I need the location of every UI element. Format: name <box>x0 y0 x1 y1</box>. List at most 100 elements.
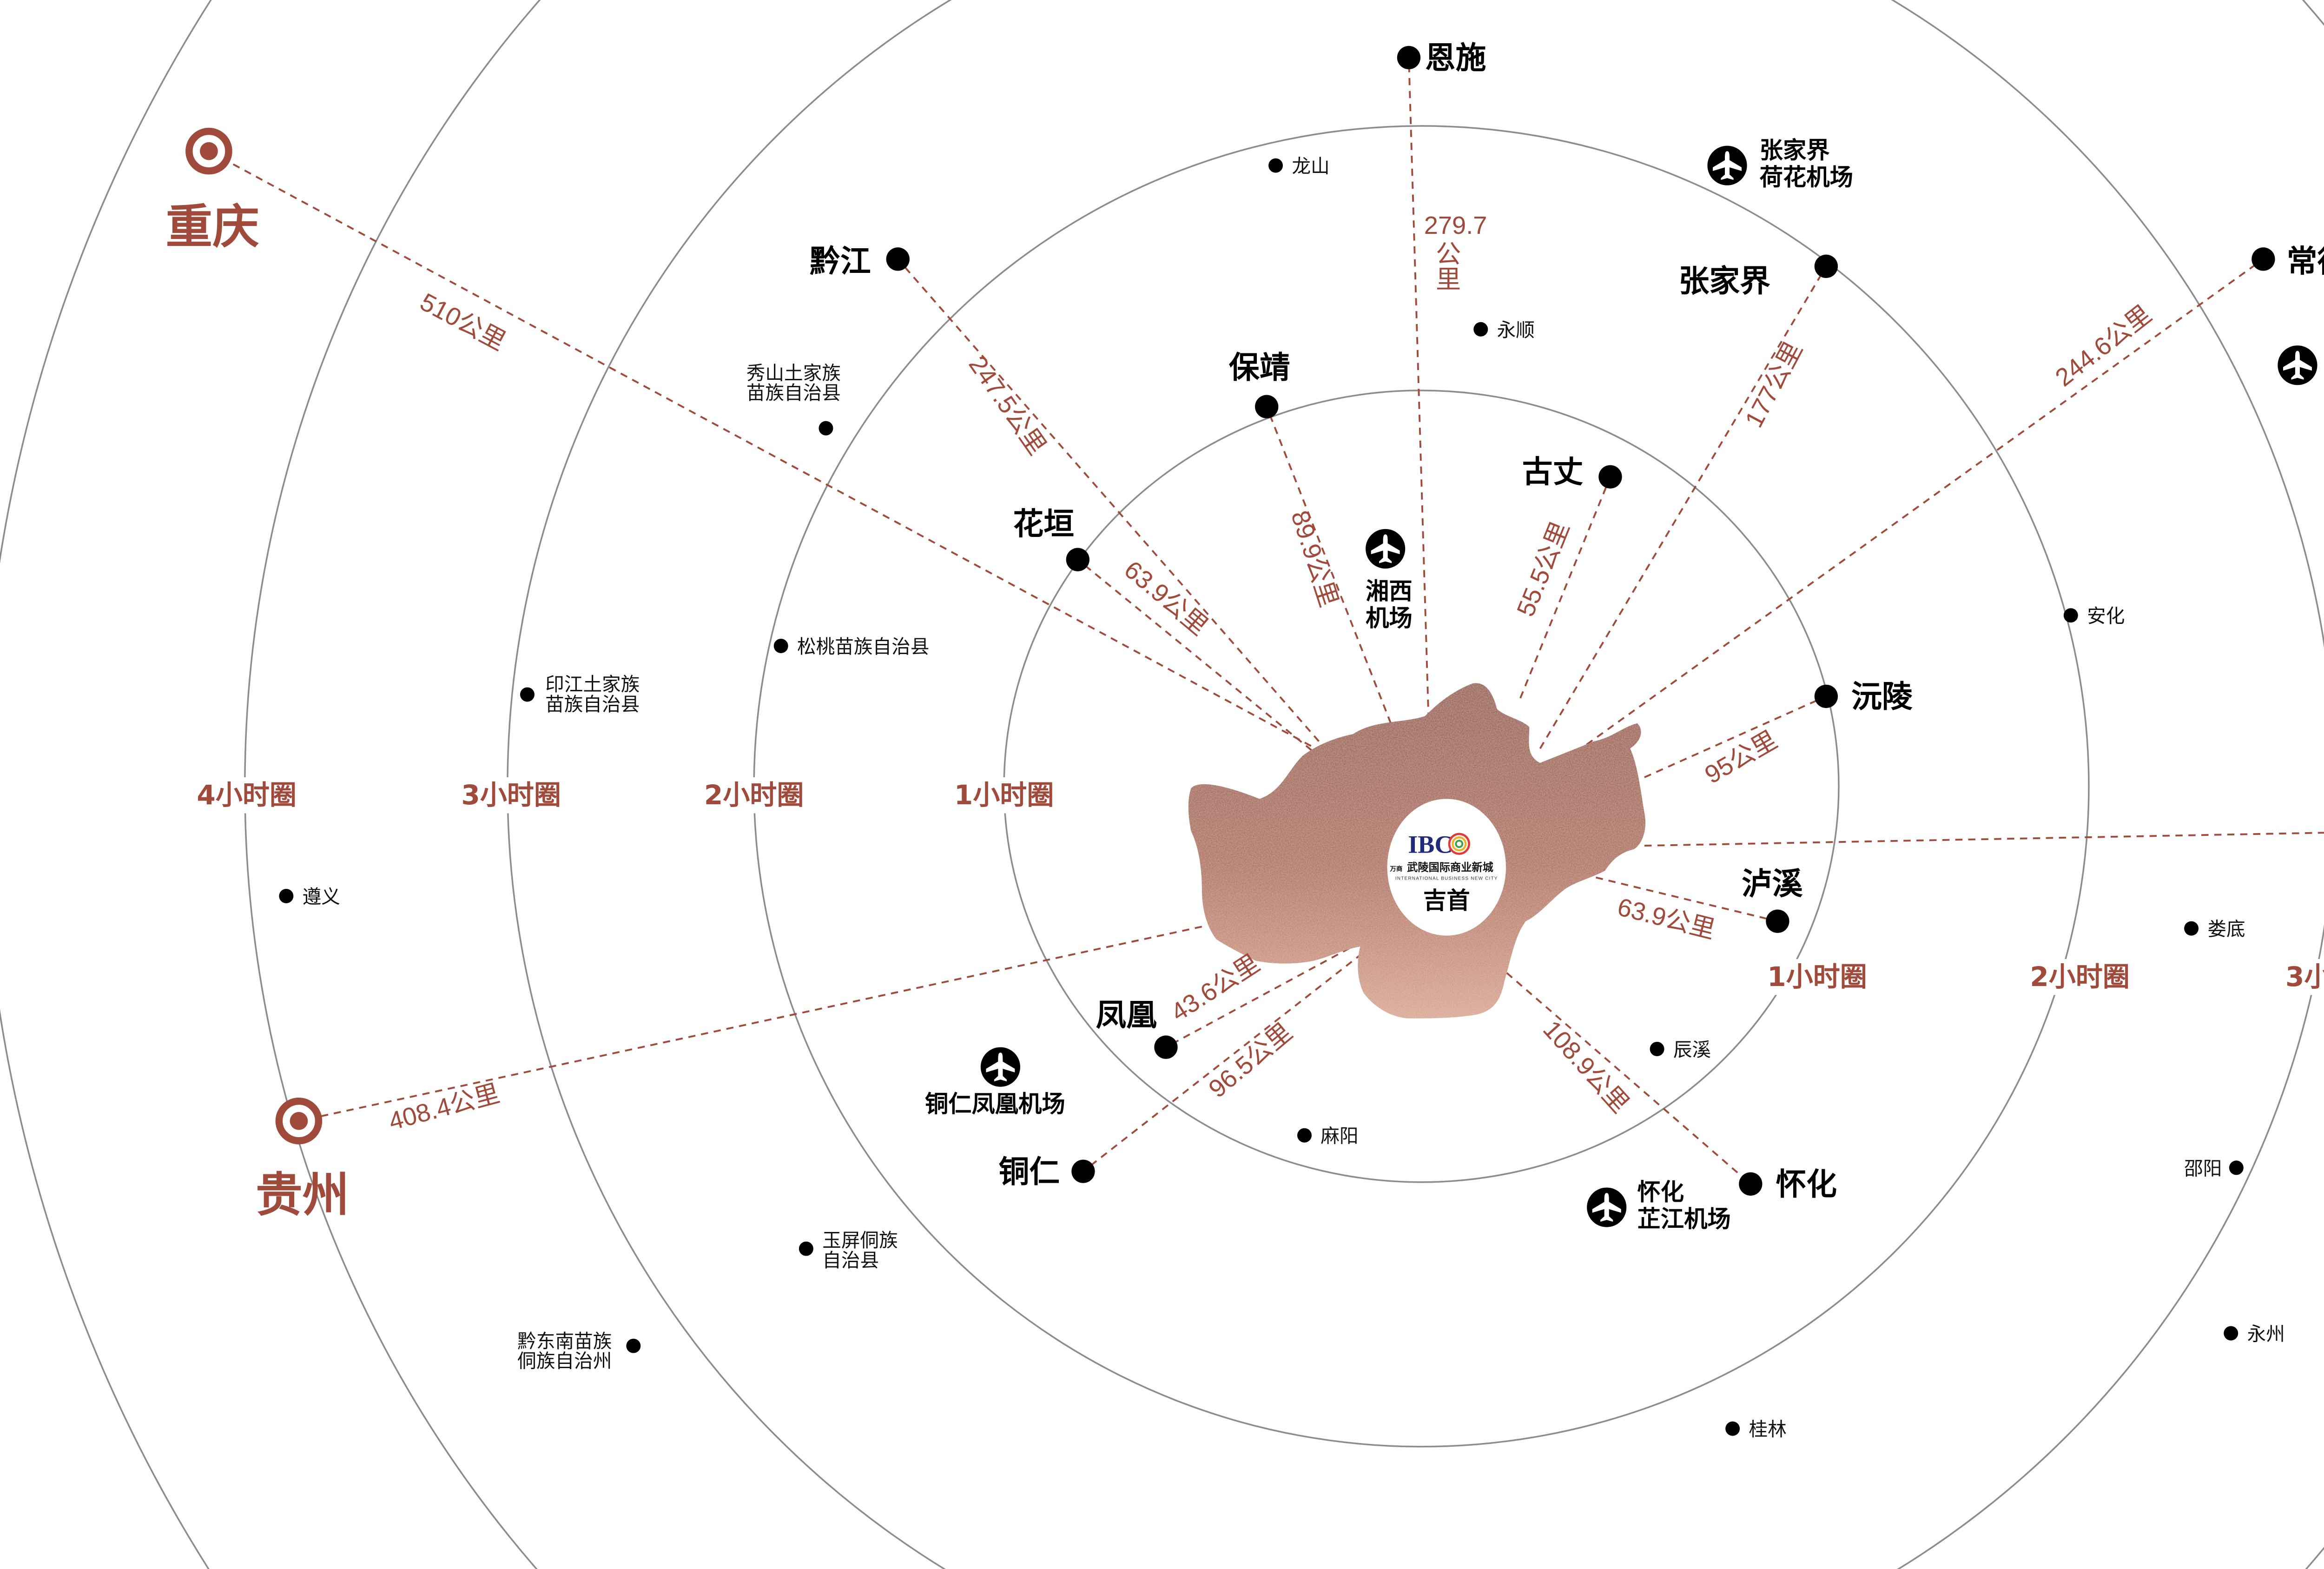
town-marker[interactable]: 龙山 <box>1268 155 1330 178</box>
town-dot-icon <box>2184 921 2199 936</box>
town-name: 黔东南苗族侗族自治州 <box>517 1330 612 1372</box>
capital-distance: 408.4公里 <box>386 1079 502 1136</box>
route-line <box>1496 964 1751 1185</box>
route-line <box>298 926 1202 1122</box>
city-distance: 89.9公里 <box>1286 507 1343 610</box>
town-dot-icon <box>2224 1326 2238 1341</box>
town-dot-icon <box>773 638 788 653</box>
capital-marker[interactable]: 重庆 <box>166 127 259 254</box>
city-distance: 63.9公里 <box>1615 893 1718 944</box>
place-labels: 重庆510公里贵州408.4公里长沙389公里恩施279.7公里黔江247.5公… <box>166 40 2324 1441</box>
city-distance: 177公里 <box>1740 338 1808 432</box>
city-dot-icon <box>1071 1159 1095 1183</box>
town-name: 邵阳 <box>2184 1157 2222 1179</box>
city-distance: 55.5公里 <box>1512 518 1575 621</box>
town-marker[interactable]: 松桃苗族自治县 <box>773 636 930 658</box>
city-dot-icon <box>1814 254 1838 278</box>
route-line <box>1519 476 1611 699</box>
distance-routes <box>208 57 2324 1185</box>
city-marker[interactable]: 黔江 <box>810 243 910 279</box>
ring-label-mask <box>1756 959 1879 995</box>
town-name: 松桃苗族自治县 <box>797 636 929 658</box>
route-line <box>1165 947 1350 1048</box>
town-marker[interactable]: 安化 <box>2063 605 2125 627</box>
city-name: 恩施 <box>1425 40 1486 76</box>
ring-label-3-right: 3小时圈 <box>2285 961 2324 993</box>
city-dot-icon <box>1598 465 1622 489</box>
airport-marker[interactable]: 湘西机场 <box>1366 529 1413 632</box>
route-line <box>897 258 1320 742</box>
city-marker[interactable]: 凤凰 <box>1096 997 1178 1059</box>
airplane-icon <box>1707 146 1747 185</box>
town-marker[interactable]: 邵阳 <box>2184 1157 2244 1179</box>
town-marker[interactable]: 麻阳 <box>1297 1125 1359 1147</box>
town-dot-icon <box>1268 158 1283 173</box>
ring-label-mask <box>2274 959 2324 995</box>
town-name: 娄底 <box>2207 918 2245 940</box>
route-line <box>1077 559 1313 751</box>
city-marker[interactable]: 古丈 <box>1522 454 1622 490</box>
town-marker[interactable]: 黔东南苗族侗族自治州 <box>517 1330 641 1372</box>
town-marker[interactable]: 辰溪 <box>1650 1039 1711 1061</box>
airport-marker[interactable]: 常德桃源机场 <box>2278 345 2324 385</box>
ring-label-mask <box>450 777 573 814</box>
city-distance: 108.9公里 <box>1538 1015 1634 1118</box>
city-name: 花垣 <box>1013 506 1074 542</box>
town-marker[interactable]: 秀山土家族苗族自治县 <box>746 362 841 436</box>
route-line <box>208 150 1323 753</box>
town-marker[interactable]: 印江土家族苗族自治县 <box>520 673 640 715</box>
airport-marker[interactable]: 铜仁凤凰机场 <box>925 1047 1065 1118</box>
city-dot-icon <box>1154 1035 1178 1059</box>
city-dot-icon <box>886 247 910 271</box>
town-name: 遵义 <box>303 886 340 908</box>
city-dot-icon <box>1397 46 1421 70</box>
city-marker[interactable]: 保靖 <box>1229 350 1290 418</box>
town-dot-icon <box>819 421 833 436</box>
capital-name: 重庆 <box>166 200 259 254</box>
town-marker[interactable]: 娄底 <box>2184 918 2245 940</box>
town-marker[interactable]: 桂林 <box>1725 1418 1787 1441</box>
ring-label-mask <box>943 777 1065 814</box>
logo-globe-icon <box>1448 833 1470 855</box>
city-name: 怀化 <box>1776 1166 1837 1202</box>
town-marker[interactable]: 永顺 <box>1473 319 1535 341</box>
ring-label-1-right: 1小时圈 <box>1767 961 1867 993</box>
city-marker[interactable]: 常德 <box>2251 243 2324 279</box>
city-name: 古丈 <box>1522 454 1584 490</box>
town-name: 桂林 <box>1749 1418 1786 1441</box>
town-dot-icon <box>2229 1160 2244 1175</box>
airport-name: 湘西机场 <box>1366 577 1413 632</box>
city-marker[interactable]: 花垣 <box>1013 506 1089 571</box>
city-name: 常德 <box>2287 243 2324 279</box>
center-city-name: 吉首 <box>1423 887 1470 914</box>
city-marker[interactable]: 泸溪 <box>1742 866 1803 933</box>
target-center-icon <box>200 142 218 160</box>
airport-marker[interactable]: 张家界荷花机场 <box>1707 137 1853 191</box>
route-line <box>1644 832 2324 847</box>
city-distance: 95公里 <box>1700 726 1782 789</box>
city-marker[interactable]: 张家界 <box>1679 254 1838 299</box>
town-name: 永州 <box>2247 1323 2285 1345</box>
town-marker[interactable]: 遵义 <box>279 886 340 908</box>
route-line <box>1408 57 1430 720</box>
city-marker[interactable]: 铜仁 <box>999 1154 1095 1190</box>
city-marker[interactable]: 怀化 <box>1739 1166 1837 1202</box>
town-name: 龙山 <box>1292 155 1329 178</box>
city-dot-icon <box>1739 1172 1763 1196</box>
city-marker[interactable]: 恩施 <box>1397 40 1486 76</box>
route-line <box>1539 265 1827 749</box>
airport-marker[interactable]: 怀化芷江机场 <box>1587 1178 1731 1233</box>
capital-marker[interactable]: 贵州 <box>256 1097 349 1222</box>
town-dot-icon <box>1725 1421 1740 1436</box>
town-marker[interactable]: 永州 <box>2224 1323 2285 1345</box>
ring-label-1-left: 1小时圈 <box>954 779 1054 811</box>
ring-label-mask <box>185 777 308 814</box>
town-name: 玉屏侗族自治县 <box>822 1229 898 1271</box>
town-marker[interactable]: 玉屏侗族自治县 <box>799 1229 898 1271</box>
route-line <box>1083 953 1363 1172</box>
capital-distance: 510公里 <box>416 288 510 356</box>
city-name: 保靖 <box>1229 350 1290 385</box>
city-marker[interactable]: 沅陵 <box>1814 679 1913 715</box>
center-logo-badge[interactable]: IBC 武陵国际商业新城 万商 INTERNATIONAL BUSINESS N… <box>1387 799 1506 936</box>
